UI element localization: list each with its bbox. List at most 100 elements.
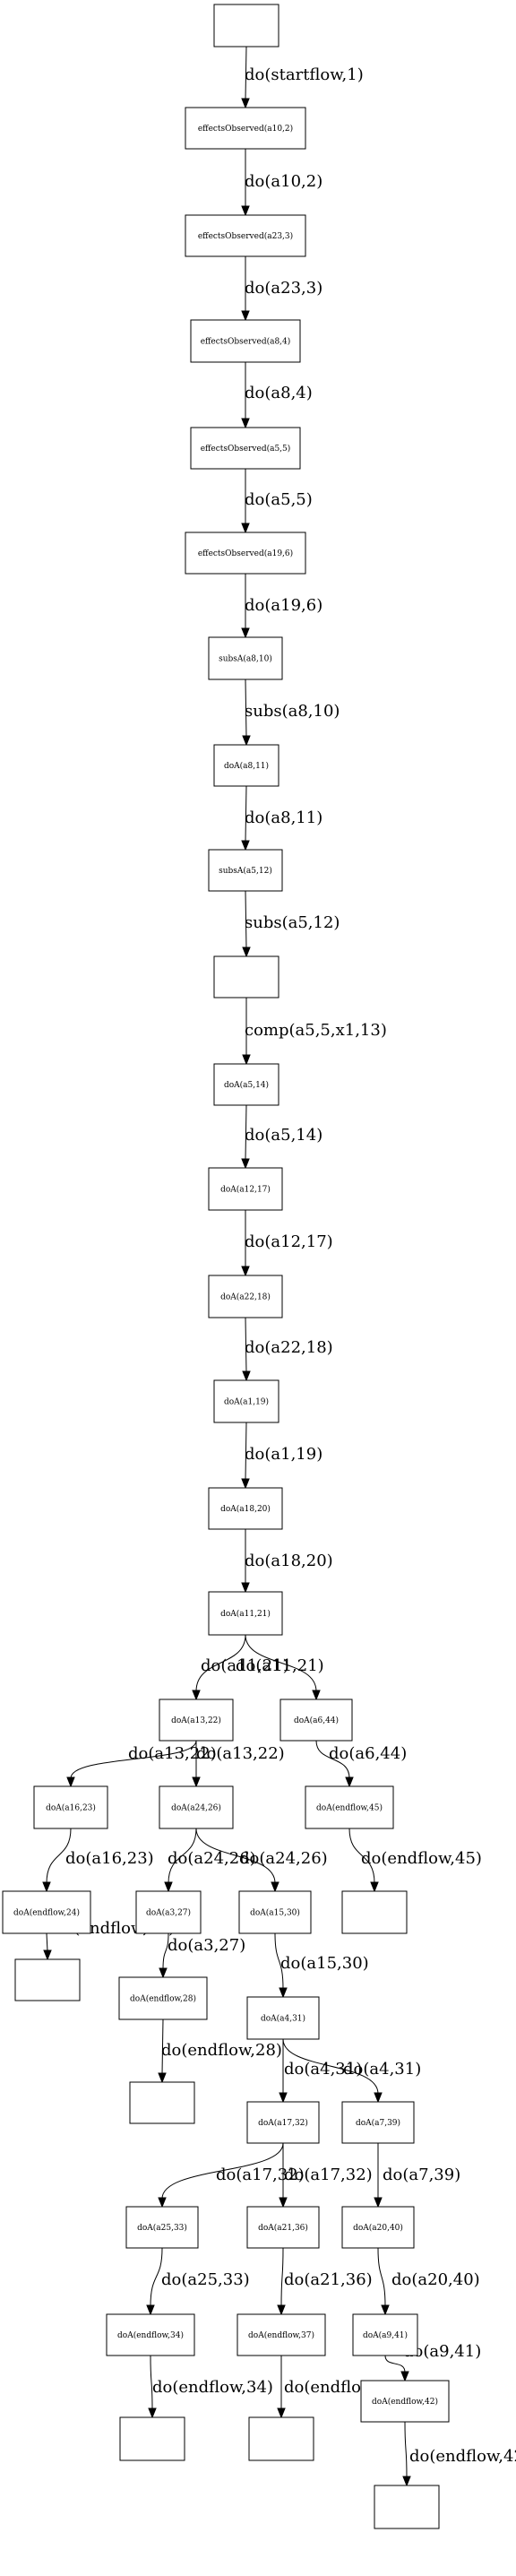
- node-label: doA(endflow,45): [316, 1803, 383, 1813]
- edge-label: comp(a5,5,x1,13): [245, 1021, 387, 1040]
- node-label: effectsObserved(a23,3): [198, 231, 293, 241]
- edge-line: [195, 1828, 276, 1884]
- edge-n34-n37: do(endflow,34): [148, 2355, 273, 2419]
- edge-n17-n20: do(a6,44): [315, 1740, 407, 1788]
- edge-label: do(a22,18): [245, 1338, 333, 1357]
- edge-n2-n3: do(a23,3): [241, 256, 322, 322]
- arrow-head-icon: [241, 1582, 250, 1594]
- edge-n31-n34: do(a25,33): [146, 2247, 250, 2316]
- arrow-head-icon: [312, 1690, 321, 1701]
- node-n25: [14, 1958, 81, 2001]
- edge-line: [280, 2247, 284, 2307]
- node-box: [360, 2380, 450, 2423]
- node-box: [246, 2206, 320, 2249]
- node-label: effectsObserved(a19,6): [198, 549, 293, 558]
- arrow-head-icon: [345, 1776, 354, 1788]
- node-n38: [248, 2416, 314, 2461]
- node-box: [305, 1785, 394, 1829]
- node-box: [238, 1890, 312, 1934]
- edge-n27-n29: do(a4,31): [279, 2039, 362, 2104]
- edge-line: [150, 2355, 153, 2410]
- edge-line: [46, 1828, 72, 1884]
- edge-n18-n21: do(a16,23): [42, 1828, 154, 1893]
- arrow-head-icon: [241, 523, 250, 534]
- node-n27: doA(a4,31): [246, 1996, 320, 2040]
- node-n4: effectsObserved(a5,5): [190, 427, 301, 470]
- edge-n27-n30: do(a4,31): [282, 2038, 421, 2104]
- edge-n22-n26: do(a3,27): [159, 1932, 245, 1979]
- edge-label: subs(a8,10): [245, 702, 340, 721]
- edge-label: do(a19,6): [245, 596, 322, 615]
- arrow-head-icon: [381, 2304, 390, 2316]
- edge-n32-n35: do(a21,36): [277, 2247, 373, 2316]
- node-box: [125, 2206, 199, 2249]
- edge-label: do(a11,21): [236, 1656, 324, 1675]
- node-label: doA(a5,14): [224, 1080, 269, 1090]
- edge-label: do(endflow,45): [361, 1849, 482, 1868]
- node-box: [106, 2313, 195, 2356]
- node-n3: effectsObserved(a8,4): [190, 319, 301, 363]
- arrow-head-icon: [241, 1266, 250, 1277]
- arrow-head-icon: [402, 2476, 411, 2487]
- node-box: [185, 107, 306, 150]
- edge-label: do(a1,19): [245, 1445, 322, 1464]
- node-n1: effectsObserved(a10,2): [185, 107, 306, 150]
- edge-n12-n13: do(a22,18): [242, 1317, 333, 1382]
- edge-n15-n17: do(a11,21): [236, 1634, 324, 1701]
- arrow-head-icon: [241, 840, 250, 851]
- edge-n16-n19: do(a13,22): [192, 1741, 285, 1788]
- edge-n1-n2: do(a10,2): [241, 149, 322, 217]
- edge-n20-n24: do(endflow,45): [348, 1828, 482, 1893]
- node-box: [213, 4, 280, 48]
- node-n31: doA(a25,33): [125, 2206, 199, 2249]
- edge-n0-n1: do(startflow,1): [241, 46, 364, 109]
- arrow-head-icon: [148, 2407, 157, 2419]
- node-n40: [374, 2485, 440, 2529]
- edge-label: do(a20,40): [391, 2270, 480, 2289]
- edge-layer: do(startflow,1) do(a10,2) do(a23,3) do(a8,4…: [42, 46, 516, 2487]
- edge-n16-n18: do(a13,22): [66, 1740, 217, 1788]
- node-n15: doA(a11,21): [208, 1591, 283, 1636]
- arrow-head-icon: [241, 310, 250, 322]
- arrow-head-icon: [400, 2371, 409, 2382]
- node-n8: subsA(a5,12): [208, 849, 283, 892]
- node-n16: doA(a13,22): [159, 1699, 234, 1742]
- node-n23: doA(a15,30): [238, 1890, 312, 1934]
- node-label: doA(a11,21): [220, 1609, 271, 1619]
- node-box: [135, 1890, 202, 1934]
- edge-label: do(a8,4): [245, 384, 313, 402]
- edge-line: [282, 2038, 379, 2095]
- node-n7: doA(a8,11): [213, 744, 280, 787]
- edge-label: do(a6,44): [329, 1744, 407, 1763]
- edge-n11-n12: do(a12,17): [241, 1210, 333, 1277]
- node-label: doA(endflow,28): [130, 1994, 196, 2004]
- edge-label: do(a4,31): [284, 2060, 362, 2079]
- arrow-head-icon: [158, 2072, 167, 2084]
- node-box: [248, 2416, 314, 2461]
- node-label: subsA(a8,10): [219, 654, 272, 664]
- edge-label: do(a25,33): [161, 2270, 250, 2289]
- edge-n9-n10: comp(a5,5,x1,13): [242, 998, 387, 1066]
- edge-line: [168, 1828, 197, 1884]
- arrow-head-icon: [241, 98, 250, 109]
- arrow-head-icon: [241, 627, 250, 639]
- node-box: [14, 1958, 81, 2001]
- arrow-head-icon: [241, 205, 250, 217]
- edge-line: [70, 1740, 197, 1779]
- arrow-head-icon: [242, 947, 251, 958]
- node-n35: doA(endflow,37): [236, 2313, 326, 2356]
- edge-label: do(a5,14): [245, 1126, 322, 1145]
- edge-label: do(a11,21): [201, 1656, 289, 1675]
- arrow-head-icon: [192, 1690, 201, 1701]
- node-label: doA(a4,31): [261, 2014, 305, 2024]
- edge-label: do(a24,26): [168, 1849, 256, 1868]
- edge-label: do(a3,27): [168, 1936, 245, 1955]
- edge-line: [245, 46, 247, 100]
- node-box: [208, 849, 283, 892]
- node-box: [118, 1976, 208, 2020]
- node-label: doA(a21,36): [258, 2223, 308, 2233]
- edge-n4-n5: do(a5,5): [241, 469, 313, 534]
- arrow-head-icon: [164, 1881, 173, 1893]
- arrow-head-icon: [374, 2092, 383, 2104]
- arrow-head-icon: [279, 2197, 288, 2209]
